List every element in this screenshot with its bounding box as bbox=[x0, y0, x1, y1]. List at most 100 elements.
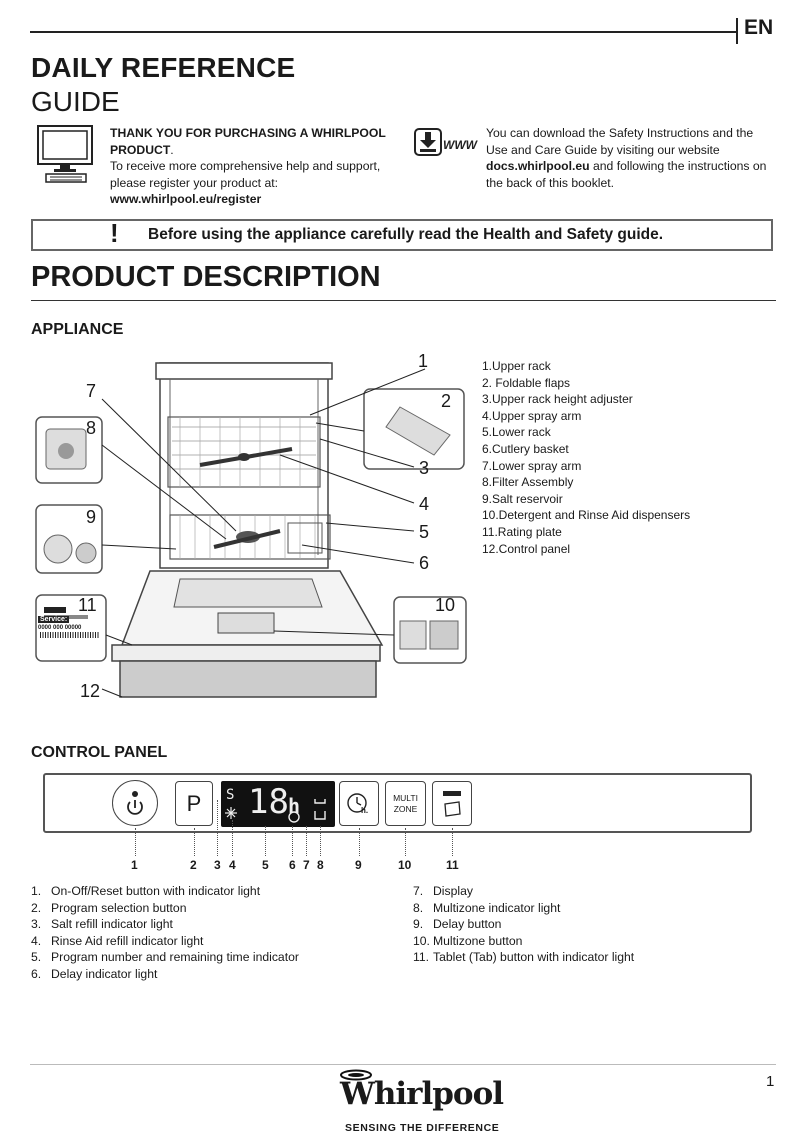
legend-number: 7. bbox=[413, 883, 433, 900]
header-rule bbox=[30, 31, 736, 33]
legend-text: Delay indicator light bbox=[51, 966, 157, 983]
callout-7: 7 bbox=[86, 381, 96, 402]
legend-number: 6. bbox=[31, 966, 51, 983]
list-item: 4.Upper spray arm bbox=[482, 408, 690, 425]
legend-item: 4.Rinse Aid refill indicator light bbox=[31, 933, 299, 950]
legend-item: 6.Delay indicator light bbox=[31, 966, 299, 983]
www-label: WWW bbox=[443, 138, 479, 152]
rating-plate-label: Service: bbox=[38, 616, 69, 623]
multizone-indicator-icon-top bbox=[315, 799, 325, 803]
list-item: 2. Foldable flaps bbox=[482, 375, 690, 392]
legend-number: 3. bbox=[31, 916, 51, 933]
list-item: 9.Salt reservoir bbox=[482, 491, 690, 508]
tablet-icon bbox=[433, 782, 471, 824]
leader-10 bbox=[405, 828, 406, 856]
panel-number-1: 1 bbox=[131, 858, 138, 872]
legend-item: 8.Multizone indicator light bbox=[413, 900, 634, 917]
panel-number-3: 3 bbox=[214, 858, 221, 872]
doc-title-line1: DAILY REFERENCE bbox=[31, 52, 295, 84]
leader-3 bbox=[217, 800, 218, 856]
list-item: 6.Cutlery basket bbox=[482, 441, 690, 458]
list-item: 7.Lower spray arm bbox=[482, 458, 690, 475]
parts-list: 1.Upper rack 2. Foldable flaps 3.Upper r… bbox=[482, 358, 690, 557]
control-panel-heading: CONTROL PANEL bbox=[31, 744, 167, 762]
legend-number: 2. bbox=[31, 900, 51, 917]
thanks-text: THANK YOU FOR PURCHASING A WHIRLPOOL PRO… bbox=[110, 126, 386, 157]
panel-number-8: 8 bbox=[317, 858, 324, 872]
legend-item: 5.Program number and remaining time indi… bbox=[31, 949, 299, 966]
tablet-button[interactable] bbox=[432, 781, 472, 826]
legend-number: 11. bbox=[413, 949, 433, 966]
legend-number: 9. bbox=[413, 916, 433, 933]
list-item: 12.Control panel bbox=[482, 541, 690, 558]
leader-6 bbox=[292, 826, 293, 856]
rinse-aid-indicator-icon bbox=[225, 807, 237, 819]
legend-item: 3.Salt refill indicator light bbox=[31, 916, 299, 933]
leader-7 bbox=[306, 826, 307, 856]
tablet-indicator-light bbox=[443, 791, 461, 796]
brand-logo: Whirlpool bbox=[340, 1076, 503, 1112]
delay-button[interactable] bbox=[339, 781, 379, 826]
legend-item: 11.Tablet (Tab) button with indicator li… bbox=[413, 949, 634, 966]
on-off-button[interactable] bbox=[112, 780, 158, 826]
section-title: PRODUCT DESCRIPTION bbox=[31, 261, 381, 294]
download-text: You can download the Safety Instructions… bbox=[486, 125, 778, 191]
multizone-button[interactable]: MULTI ZONE bbox=[385, 781, 426, 826]
download-text-1: You can download the Safety Instructions… bbox=[486, 126, 753, 157]
multizone-indicator-icon-bottom bbox=[315, 811, 325, 819]
leader-1 bbox=[135, 828, 136, 856]
legend-item: 7.Display bbox=[413, 883, 634, 900]
legend-text: Multizone button bbox=[433, 933, 522, 950]
callout-1: 1 bbox=[418, 351, 428, 372]
legend-text: Program selection button bbox=[51, 900, 187, 917]
control-legend-right: 7.Display 8.Multizone indicator light 9.… bbox=[413, 883, 634, 966]
panel-number-4: 4 bbox=[229, 858, 236, 872]
doc-title-line2: GUIDE bbox=[31, 86, 120, 118]
panel-number-11: 11 bbox=[446, 858, 459, 872]
section-rule bbox=[31, 300, 776, 301]
legend-text: Salt refill indicator light bbox=[51, 916, 173, 933]
legend-text: Program number and remaining time indica… bbox=[51, 949, 299, 966]
legend-number: 5. bbox=[31, 949, 51, 966]
callout-5: 5 bbox=[419, 522, 429, 543]
leader-4 bbox=[232, 820, 233, 856]
legend-text: On-Off/Reset button with indicator light bbox=[51, 883, 260, 900]
legend-number: 10. bbox=[413, 933, 433, 950]
legend-item: 2.Program selection button bbox=[31, 900, 299, 917]
warning-text: Before using the appliance carefully rea… bbox=[148, 226, 663, 244]
legend-number: 1. bbox=[31, 883, 51, 900]
computer-icon bbox=[36, 124, 98, 184]
callout-8: 8 bbox=[86, 418, 96, 439]
legend-text: Rinse Aid refill indicator light bbox=[51, 933, 203, 950]
header-rule-tick bbox=[736, 18, 738, 44]
panel-number-5: 5 bbox=[262, 858, 269, 872]
callout-4: 4 bbox=[419, 494, 429, 515]
appliance-heading: APPLIANCE bbox=[31, 321, 123, 339]
warning-icon: ! bbox=[110, 218, 119, 249]
callout-3: 3 bbox=[419, 458, 429, 479]
list-item: 5.Lower rack bbox=[482, 424, 690, 441]
program-button[interactable]: P bbox=[175, 781, 213, 826]
thanks-tail: . bbox=[170, 143, 173, 157]
callout-12: 12 bbox=[80, 681, 100, 702]
footer-rule bbox=[30, 1064, 776, 1065]
legend-text: Tablet (Tab) button with indicator light bbox=[433, 949, 634, 966]
brand-tagline: SENSING THE DIFFERENCE bbox=[345, 1122, 499, 1134]
intro-text: THANK YOU FOR PURCHASING A WHIRLPOOL PRO… bbox=[110, 125, 400, 208]
salt-indicator-icon: S bbox=[226, 787, 234, 803]
panel-number-9: 9 bbox=[355, 858, 362, 872]
legend-text: Multizone indicator light bbox=[433, 900, 560, 917]
multizone-label-1: MULTI bbox=[386, 793, 425, 804]
legend-text: Display bbox=[433, 883, 473, 900]
delay-button-label: h. bbox=[361, 806, 368, 815]
multizone-label-2: ZONE bbox=[386, 804, 425, 815]
panel-number-10: 10 bbox=[398, 858, 411, 872]
leader-5 bbox=[265, 826, 266, 856]
page-number: 1 bbox=[766, 1073, 774, 1090]
power-icon bbox=[113, 781, 157, 825]
legend-text: Delay button bbox=[433, 916, 501, 933]
docs-link[interactable]: docs.whirlpool.eu bbox=[486, 159, 590, 173]
legend-number: 4. bbox=[31, 933, 51, 950]
leader-8 bbox=[320, 826, 321, 856]
register-link[interactable]: www.whirlpool.eu/register bbox=[110, 192, 261, 206]
